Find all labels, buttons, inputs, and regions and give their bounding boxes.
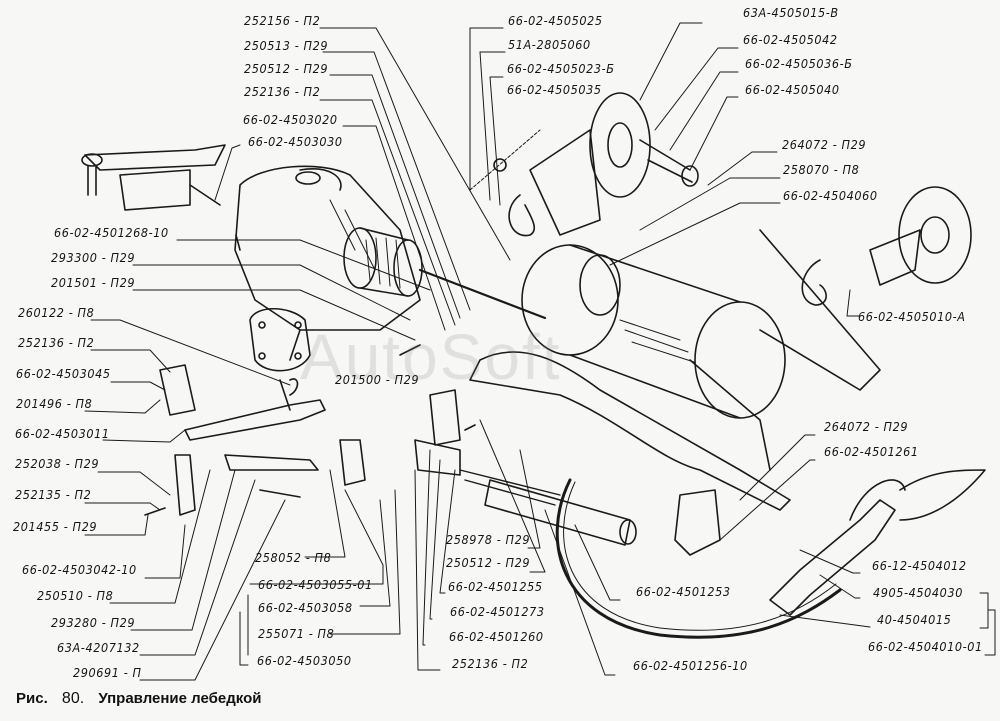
part-callout: 66-02-4505040 [745,82,840,97]
part-callout: 66-02-4503055-01 [258,577,373,592]
part-callout: 258978 - П29 [446,532,531,547]
part-callout: 66-02-4505023-Б [507,61,615,76]
part-callout: 66-02-4501260 [449,629,544,644]
clutch-assembly [343,227,547,320]
part-callout: 293280 - П29 [51,615,136,630]
part-callout: 264072 - П29 [824,419,909,434]
part-callout: 201496 - П8 [16,396,93,411]
part-callout: 66-02-4501253 [636,584,731,599]
watermark: AutoSoft [300,321,562,393]
part-callout: 258070 - П8 [783,162,860,177]
part-callout: 252136 - П2 [18,335,95,350]
part-callout: 201455 - П29 [13,519,98,534]
figure-caption: Рис. 80. Управление лебедкой [16,690,271,708]
part-callout: 250513 - П29 [244,38,329,53]
tow-hook-assembly [769,469,986,616]
part-callout: 250512 - П29 [244,61,329,76]
part-callout: 66-02-4505036-Б [745,56,853,71]
leader-lines [84,22,996,681]
part-callout: 201500 - П29 [335,372,420,387]
pulley-block-right [801,186,972,306]
part-callout: 66-02-4501268-10 [54,225,169,240]
caption-prefix: Рис. [16,690,48,707]
caption-title: Управление лебедкой [98,690,262,707]
part-callout: 66-02-4503045 [16,366,111,381]
part-callout: 66-02-4503011 [15,426,110,441]
part-callout: 250510 - П8 [37,588,114,603]
cover-plate [249,308,311,372]
part-callout: 66-02-4501261 [824,444,919,459]
pulley-block-top [469,92,699,237]
part-callout: 66-02-4501255 [448,579,543,594]
part-callout: 66-02-4505042 [743,32,838,47]
part-callout: 66-02-4501256-10 [633,658,748,673]
part-callout: 252038 - П29 [15,456,100,471]
control-lever [159,364,366,516]
pins-and-fasteners [144,344,721,556]
part-callout: 66-02-4505025 [508,13,603,28]
part-callout: 66-02-4503020 [243,112,338,127]
winch-drum [521,244,786,419]
part-callout: 66-02-4504060 [783,188,878,203]
part-callout: 66-02-4501273 [450,604,545,619]
part-callout: 252135 - П2 [15,487,92,502]
part-callout: 66-02-4504010-01 [868,639,983,654]
part-callout: 293300 - П29 [51,250,136,265]
part-callout: 66-12-4504012 [872,558,967,573]
winch-frame [469,229,881,511]
part-callout: 264072 - П29 [782,137,867,152]
part-callout: 252136 - П2 [452,656,529,671]
part-callout: 66-02-4505035 [507,82,602,97]
part-callout: 66-02-4503050 [257,653,352,668]
part-callout: 66-02-4505010-А [858,309,966,324]
gearbox-housing [234,165,421,361]
part-callout: 66-02-4503030 [248,134,343,149]
part-callout: 51А-2805060 [508,37,591,52]
caption-number: 80. [61,690,85,707]
part-callout: 252136 - П2 [244,84,321,99]
part-callout: 4905-4504030 [873,585,963,600]
part-callout: 66-02-4503042-10 [22,562,137,577]
part-callout: 250512 - П29 [446,555,531,570]
part-callout: 260122 - П8 [18,305,95,320]
part-callout: 40-4504015 [877,612,952,627]
part-callout: 63А-4207132 [57,640,140,655]
part-callout: 290691 - П [73,665,142,680]
part-callout: 258052 - П8 [255,550,332,565]
part-callout: 201501 - П29 [51,275,136,290]
top-lever-bracket [81,144,226,211]
winch-cable [555,478,842,639]
part-callout: 252156 - П2 [244,13,321,28]
part-callout: 63А-4505015-В [743,5,839,20]
part-callout: 255071 - П8 [258,626,335,641]
part-callout: 66-02-4503058 [258,600,353,615]
